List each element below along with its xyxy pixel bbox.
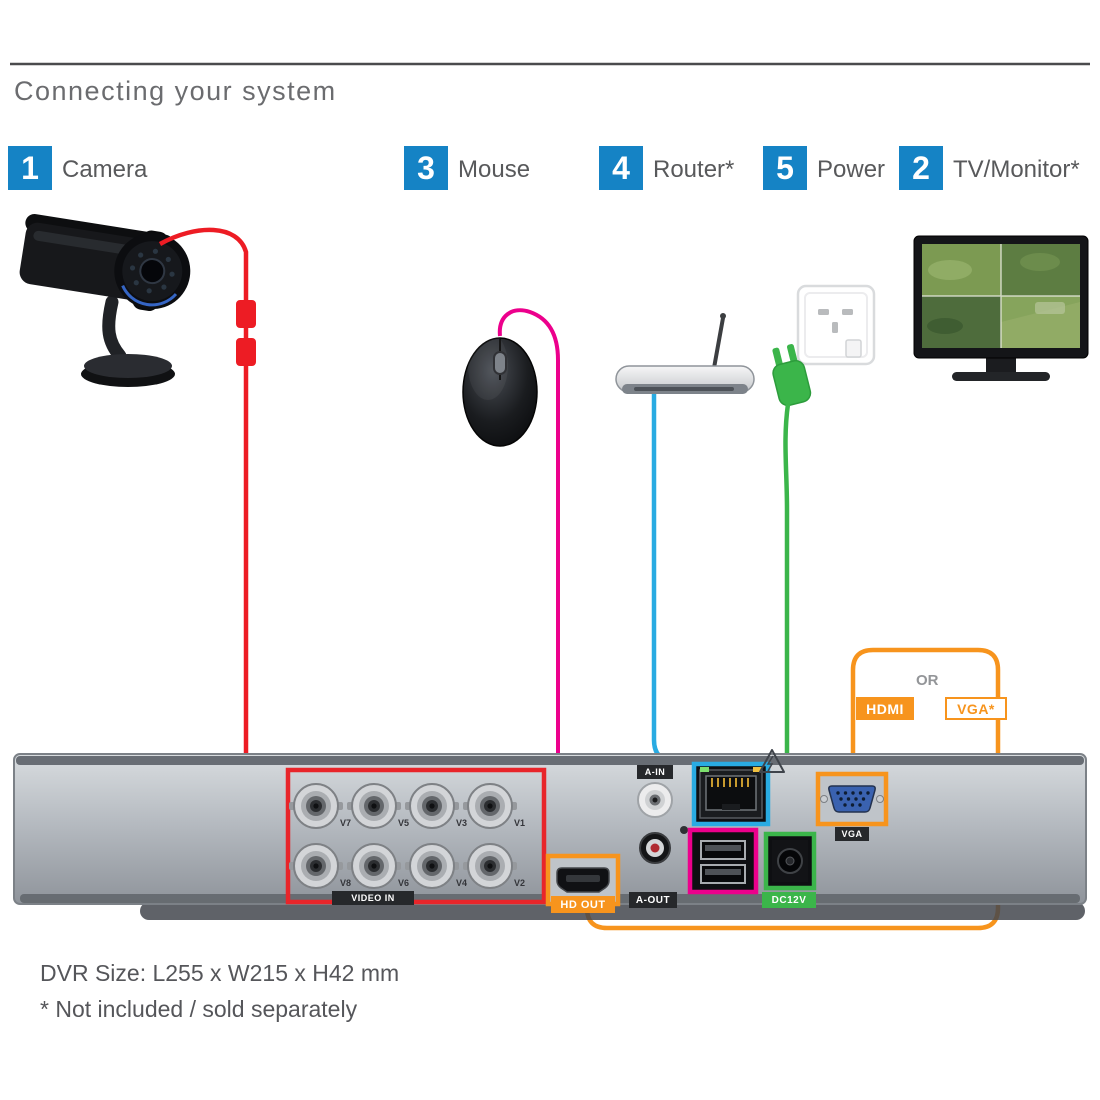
step-badge-power: 5: [763, 146, 807, 190]
dc-power-jack: [763, 831, 817, 891]
step-badge-router: 4: [599, 146, 643, 190]
step-badge-camera: 1: [8, 146, 52, 190]
step-badge-mouse: 3: [404, 146, 448, 190]
power-socket-illustration: [796, 284, 876, 366]
hdmi-tag: HDMI: [856, 697, 914, 720]
vga-tag: VGA*: [945, 697, 1007, 720]
video-in-region: [285, 767, 547, 905]
not-included-note: * Not included / sold separately: [40, 996, 358, 1022]
step-label-power: Power: [817, 156, 886, 183]
bnc-label: V6: [398, 878, 410, 888]
power-cable: [783, 403, 791, 832]
step-badge-tv: 2: [899, 146, 943, 190]
bnc-label: V8: [340, 878, 352, 888]
audio-in-port: [637, 782, 673, 818]
mouse-illustration: [462, 332, 538, 447]
dc12v-label: DC12V: [762, 892, 816, 908]
camera-illustration: [19, 214, 191, 387]
bnc-label: V5: [398, 818, 410, 828]
bnc-coupler: [236, 338, 256, 366]
video-in-label: VIDEO IN: [332, 891, 414, 905]
bnc-label: V2: [514, 878, 526, 888]
dvr-size-note: DVR Size: L255 x W215 x H42 mm: [40, 960, 400, 986]
step-label-camera: Camera: [62, 156, 148, 183]
ethernet-port: [691, 761, 771, 827]
bnc-label: V3: [456, 818, 468, 828]
router-illustration: [615, 313, 755, 394]
vga-port: [815, 771, 889, 827]
vga-label: VGA: [835, 827, 869, 841]
bnc-coupler: [236, 300, 256, 328]
tv-monitor-illustration: [913, 235, 1089, 381]
router-cable: [651, 394, 713, 769]
step-label-router: Router*: [653, 156, 735, 183]
camera-cable: [158, 227, 287, 803]
or-label: OR: [916, 672, 939, 689]
audio-out-port: [639, 832, 671, 864]
a-out-label: A-OUT: [629, 892, 677, 908]
warning-icon: [759, 749, 785, 773]
bnc-label: V4: [456, 878, 468, 888]
a-in-label: A-IN: [637, 765, 673, 779]
page-title: Connecting your system: [14, 76, 337, 106]
bnc-label: V7: [340, 818, 352, 828]
panel-screw: [680, 826, 688, 834]
step-label-tv: TV/Monitor*: [953, 156, 1080, 183]
hd-out-label: HD OUT: [551, 896, 615, 913]
step-label-mouse: Mouse: [458, 156, 531, 183]
power-plug-illustration: [772, 344, 812, 407]
bnc-label: V1: [514, 818, 526, 828]
usb-ports: [687, 827, 759, 895]
